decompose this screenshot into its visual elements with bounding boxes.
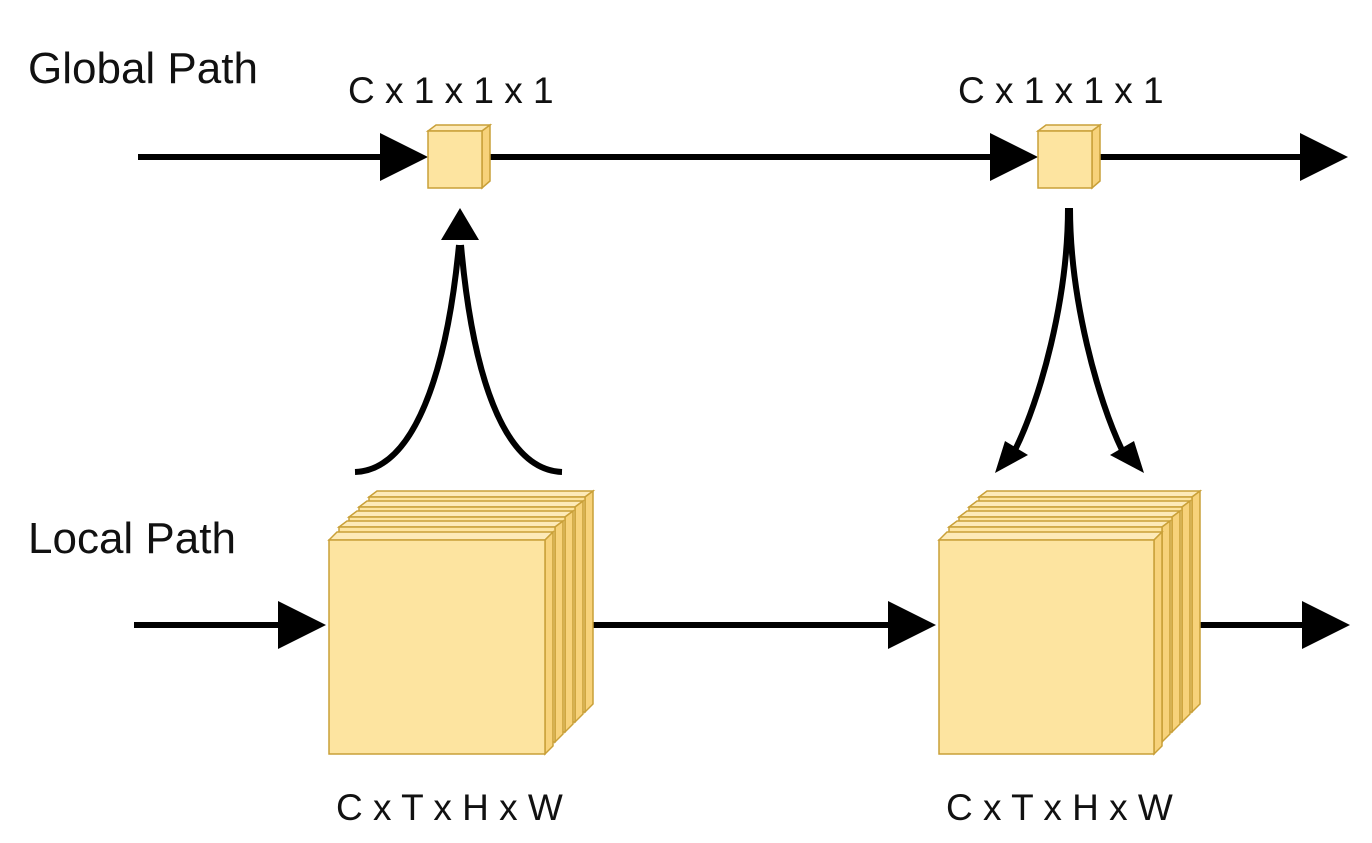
local-path-label: Local Path — [28, 514, 236, 563]
global-path-label: Global Path — [28, 44, 258, 93]
pooling-arrow — [354, 208, 563, 475]
global-cube-2 — [1035, 123, 1103, 190]
local-dim-label-2: C x T x H x W — [946, 787, 1173, 828]
broadcast-arrow — [995, 207, 1144, 473]
global-cube-1 — [425, 123, 493, 190]
local-cube-stack-1 — [327, 489, 596, 756]
local-dim-label-1: C x T x H x W — [336, 787, 563, 828]
global-dim-label-2: C x 1 x 1 x 1 — [958, 70, 1164, 111]
global-dim-label-1: C x 1 x 1 x 1 — [348, 70, 554, 111]
local-cube-stack-2 — [937, 489, 1203, 756]
